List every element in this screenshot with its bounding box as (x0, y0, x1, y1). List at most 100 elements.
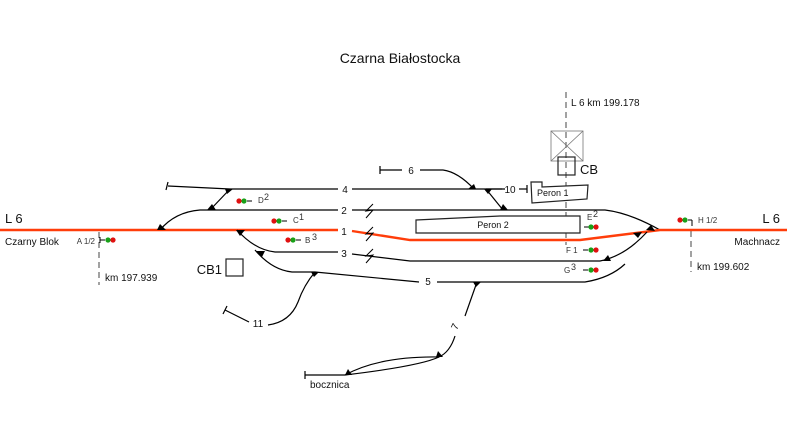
signal-d-label: D (258, 196, 264, 205)
signal-a: A 1/2 (77, 237, 116, 246)
switch-frog-icon (468, 184, 476, 189)
signal-c-label: C (293, 216, 299, 225)
signal-d-track: 2 (264, 192, 269, 202)
switch-frog-icon (207, 204, 216, 210)
signal-h: H 1/2 (677, 216, 718, 226)
signal-light-green (588, 224, 594, 230)
signal-light-red (593, 224, 599, 230)
track-11-end (224, 309, 250, 323)
signal-light-red (110, 237, 116, 243)
cb-label: CB (580, 162, 598, 177)
station-axis-label: L 6 km 199.178 (571, 98, 640, 109)
signal-d: D 2 (236, 192, 269, 205)
switch-frog-icon (157, 224, 166, 230)
track-7-upper (464, 281, 478, 317)
switch-frog-icon (646, 225, 655, 231)
signal-g: G 3 (564, 262, 599, 275)
signal-b: B 3 (285, 232, 317, 245)
signal-f-label: F 1 (566, 246, 578, 255)
insulation-icon (364, 203, 375, 219)
switch-frog-icon (500, 204, 508, 210)
right-km-label: km 199.602 (697, 262, 750, 273)
signal-g-label: G (564, 266, 570, 275)
platform-shape (530, 181, 589, 204)
signal-a-label: A 1/2 (77, 237, 96, 246)
insulation-mark (364, 226, 375, 242)
signal-b-label: B (305, 236, 310, 245)
switch-frog-icon (603, 255, 611, 261)
signal-light-green (588, 267, 594, 273)
insulation-icon (364, 226, 375, 242)
right-line-label: L 6 (762, 211, 780, 226)
track-6-label: 6 (408, 166, 414, 177)
track-5-left (254, 249, 420, 283)
track-1-right (351, 228, 787, 242)
signal-light-red (236, 198, 242, 204)
right-neighbor-station: Machnacz (734, 237, 780, 248)
track-2-left (159, 209, 338, 231)
track-7-label: 7 (450, 322, 463, 332)
insulation-mark (364, 203, 375, 219)
siding-label: bocznica (310, 380, 350, 391)
track-3-right (351, 231, 648, 262)
insulation-icon (364, 248, 375, 264)
track-1-label: 1 (341, 227, 347, 238)
cb1-box (225, 258, 244, 277)
track-5-label: 5 (425, 277, 431, 288)
signal-light-red (285, 237, 291, 243)
signal-b-track: 3 (312, 232, 317, 242)
signal-e-label: E (587, 213, 592, 222)
track-2-right (352, 209, 661, 231)
switch-frog-icon (484, 189, 492, 194)
left-km-label: km 197.939 (105, 273, 158, 284)
signal-light-green (241, 198, 247, 204)
switch-frogs (157, 184, 655, 375)
cb-box (557, 156, 576, 176)
platform-peron-1: Peron 1 (530, 181, 589, 204)
signal-g-track: 3 (571, 262, 576, 272)
platform-shape (415, 215, 581, 234)
cb-cross-line (550, 130, 584, 162)
signal-e: E 2 (584, 209, 599, 230)
switch-frog-icon (633, 232, 642, 238)
cb-roof-square (550, 130, 584, 162)
track-3-label: 3 (341, 249, 347, 260)
track-2-label: 2 (341, 206, 347, 217)
platform-label: Peron 1 (537, 188, 569, 198)
buffer-stop-11 (222, 305, 228, 315)
switch-frog-icon (473, 282, 481, 287)
left-line-label: L 6 (5, 211, 23, 226)
signal-f: F 1 (566, 246, 599, 255)
signal-light-green (290, 237, 296, 243)
track-11-label: 11 (253, 319, 264, 330)
signal-light-green (588, 247, 594, 253)
platform-peron-2: Peron 2 (415, 215, 581, 234)
insulation-mark (364, 248, 375, 264)
signal-h-label: H 1/2 (698, 216, 718, 225)
switch-frog-icon (256, 251, 265, 257)
track-11-curve (267, 271, 316, 326)
cb1-building: CB1 (197, 258, 244, 277)
left-neighbor-station: Czarny Blok (5, 237, 60, 248)
track-4-left (167, 185, 338, 190)
signal-e-track: 2 (593, 209, 598, 219)
signal-c-track: 1 (299, 212, 304, 222)
signal-light-red (593, 247, 599, 253)
siding-track (305, 356, 440, 376)
switch-frog-icon (436, 351, 443, 357)
track-7-lower (438, 335, 456, 358)
signal-light-green (682, 217, 688, 223)
switch-frog-icon (225, 189, 233, 194)
signal-light-green (276, 218, 282, 224)
switch-frog-icon (236, 230, 245, 236)
track-4-label: 4 (342, 185, 348, 196)
switch-frog-icon (345, 369, 352, 375)
track-6-right (420, 169, 475, 190)
signal-c: C 1 (271, 212, 304, 225)
track-10-label: 10 (504, 185, 516, 196)
platform-label: Peron 2 (477, 220, 509, 230)
switch-frog-icon (311, 272, 319, 277)
siding-loop (344, 356, 440, 376)
buffer-stop-4 (165, 181, 169, 191)
